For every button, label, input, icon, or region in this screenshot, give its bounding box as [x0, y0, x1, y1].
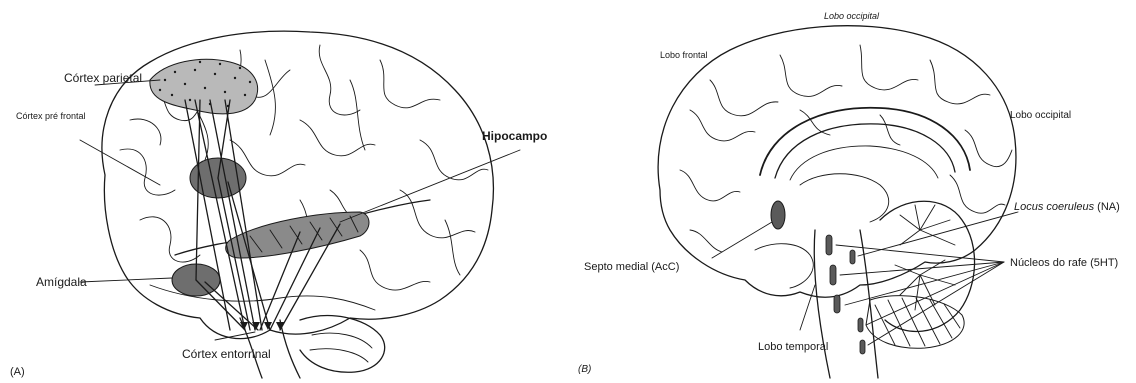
panel-b: Lobo occipital Lobo frontal Lobo occipit…: [578, 11, 1120, 378]
leader-lines-b: [712, 212, 1018, 345]
temporal-lobe-contour-b: [755, 244, 813, 288]
raphe-nuclei-label: Núcleos do rafe (5HT): [1010, 257, 1118, 269]
medial-septum-region: [771, 201, 785, 229]
brainstem-b: [814, 230, 878, 378]
locus-coeruleus-suffix: (NA): [1094, 201, 1120, 213]
locus-coeruleus-name: Locus coeruleus: [1014, 201, 1095, 213]
prefrontal-cortex-label: Córtex pré frontal: [16, 111, 86, 121]
temporal-lobe-label: Lobo temporal: [758, 341, 828, 353]
leader-lines-a: [80, 80, 520, 340]
locus-coeruleus-label: Locus coeruleus (NA): [1014, 201, 1120, 213]
medial-septum-label: Septo medial (AcC): [584, 261, 679, 273]
hippocampus-label: Hipocampo: [482, 129, 547, 143]
panel-a: Córtex parietal Córtex pré frontal Hipoc…: [10, 31, 547, 378]
locus-coeruleus-region: [850, 250, 855, 264]
midsagittal-brain-outline: [658, 26, 1016, 298]
frontal-lobe-label: Lobo frontal: [660, 50, 708, 60]
corpus-callosum: [760, 108, 970, 175]
occipital-lobe-top-label: Lobo occipital: [824, 11, 880, 21]
cerebellum-arbor: [895, 205, 955, 310]
cerebellum-a: [300, 316, 385, 373]
entorhinal-cortex-label: Córtex entorrinal: [182, 347, 271, 361]
panel-a-label: (A): [10, 366, 25, 378]
thalamus-contour: [800, 174, 889, 222]
raphe-nuclei: [826, 235, 865, 354]
occipital-lobe-right-label: Lobo occipital: [1010, 110, 1071, 121]
cerebellum-hatched: [866, 296, 964, 349]
parietal-cortex-label: Córtex parietal: [64, 71, 142, 85]
amygdala-label: Amígdala: [36, 275, 87, 289]
panel-b-label: (B): [578, 364, 591, 375]
